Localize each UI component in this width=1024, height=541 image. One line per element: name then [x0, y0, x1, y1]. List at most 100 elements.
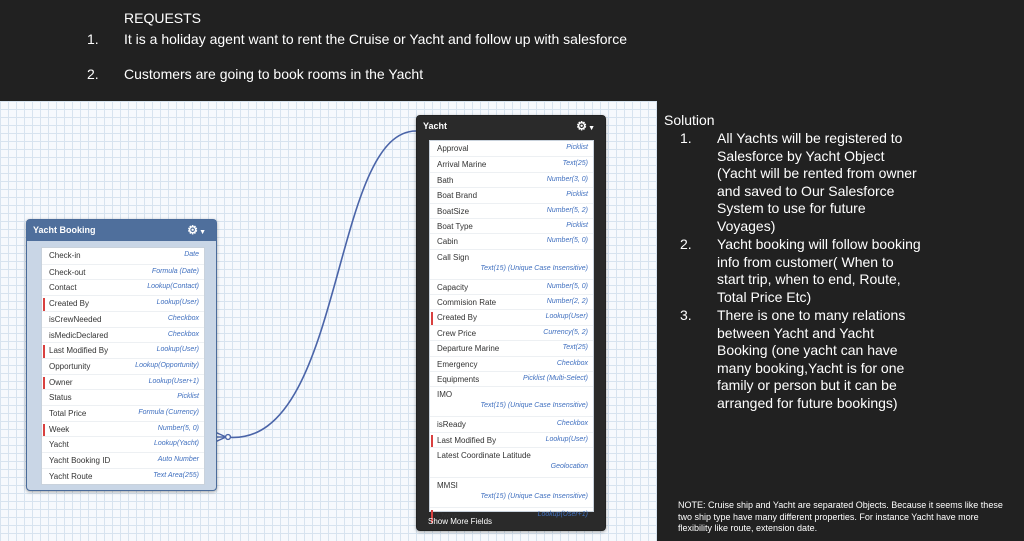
- request-number-1: 1.: [87, 31, 99, 47]
- field-name: Created By: [437, 313, 478, 323]
- field-name: Capacity: [437, 282, 469, 292]
- field-type: Picklist: [566, 191, 588, 199]
- required-field-marker: [43, 423, 45, 437]
- field-type: Number(5, 0): [546, 282, 588, 290]
- field-type: Checkbox: [556, 359, 588, 367]
- field-type: Lookup(User): [545, 313, 588, 321]
- field-name: Commision Rate: [437, 298, 497, 307]
- requests-title: REQUESTS: [124, 10, 202, 26]
- field-name: Call Sign: [437, 252, 470, 262]
- field-row[interactable]: Approval Picklist: [430, 141, 593, 156]
- field-type: Geolocation: [550, 463, 588, 470]
- field-row[interactable]: Created By Lookup(User): [430, 309, 593, 326]
- required-field-marker: [431, 434, 433, 448]
- required-field-marker: [431, 509, 433, 523]
- field-name: Owner: [49, 377, 73, 387]
- field-type: Auto Number: [157, 456, 199, 464]
- field-name: Status: [49, 393, 72, 403]
- field-type: Date: [184, 251, 199, 258]
- required-field-marker: [43, 376, 45, 390]
- field-name: Yacht Route: [49, 471, 93, 481]
- field-row[interactable]: Last Modified By Lookup(User): [430, 431, 593, 448]
- field-type: Picklist: [566, 144, 588, 151]
- field-name: Approval: [437, 144, 469, 153]
- field-type: Checkbox: [167, 330, 199, 338]
- show-more-fields-link[interactable]: Show More Fields: [428, 517, 493, 526]
- field-type: Checkbox: [167, 314, 199, 322]
- solution-number-1: 1.: [680, 130, 692, 146]
- yacht-title: Yacht: [423, 121, 448, 131]
- field-type: Number(2, 2): [546, 298, 588, 305]
- gear-icon[interactable]: ⚙▼: [576, 119, 595, 133]
- note-text: NOTE: Cruise ship and Yacht are separate…: [678, 500, 1003, 533]
- yacht-booking-header[interactable]: Yacht Booking ⚙▼: [27, 220, 216, 241]
- field-name: Last Modified By: [437, 435, 497, 445]
- field-type: Lookup(Yacht): [153, 440, 199, 448]
- field-type: Lookup(Contact): [147, 283, 199, 291]
- field-name: Check-out: [49, 267, 86, 277]
- requests-section: REQUESTS 1. It is a holiday agent want t…: [0, 0, 1024, 100]
- field-name: isReady: [437, 420, 466, 430]
- field-row[interactable]: IMO Text(15) (Unique Case Insensitive): [430, 386, 593, 417]
- field-type: Text(15) (Unique Case Insensitive): [480, 402, 588, 410]
- field-name: IMO: [437, 390, 453, 400]
- solution-text-2: Yacht booking will follow booking info f…: [717, 236, 921, 305]
- relationship-line: [225, 130, 417, 438]
- field-row[interactable]: Departure Marine Text(25): [430, 340, 593, 356]
- solution-title: Solution: [664, 112, 715, 128]
- gear-icon[interactable]: ⚙▼: [187, 223, 206, 237]
- yacht-header[interactable]: Yacht ⚙▼: [417, 116, 605, 137]
- field-row[interactable]: Capacity Number(5, 0): [430, 278, 593, 295]
- field-type: Lookup(User): [545, 435, 588, 443]
- crows-foot-icon: [214, 431, 232, 443]
- field-type: Text(25): [562, 344, 588, 352]
- field-type: Number(3, 0): [546, 175, 588, 183]
- field-name: Owner: [437, 510, 461, 520]
- required-field-marker: [43, 345, 45, 359]
- field-name: Departure Marine: [437, 344, 500, 354]
- field-type: Lookup(User): [156, 346, 199, 354]
- field-name: Opportunity: [49, 361, 91, 371]
- yacht-booking-title: Yacht Booking: [33, 225, 96, 235]
- field-type: Text(15) (Unique Case Insensitive): [480, 492, 588, 500]
- field-name: Created By: [49, 299, 90, 309]
- field-name: Latest Coordinate Latitude: [437, 451, 531, 460]
- field-type: Number(5, 0): [157, 424, 199, 432]
- field-row[interactable]: Commision Rate Number(2, 2): [430, 294, 593, 310]
- request-text-2: Customers are going to book rooms in the…: [124, 66, 424, 82]
